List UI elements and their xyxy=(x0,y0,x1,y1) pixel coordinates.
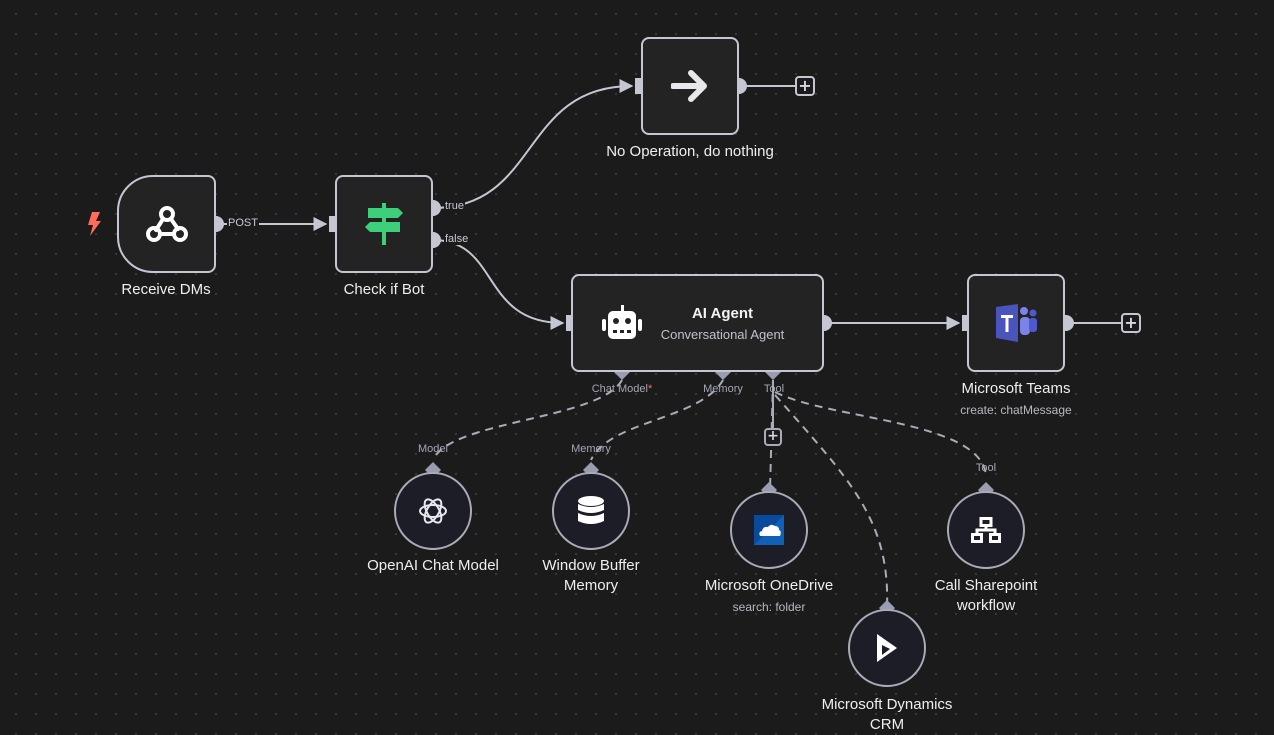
port-label-tool: Tool xyxy=(763,383,785,395)
ai-agent-title: AI Agent xyxy=(691,304,754,322)
dynamics-label-line1: Microsoft Dynamics xyxy=(821,696,953,713)
openai-icon xyxy=(419,498,447,524)
memory-label-line2: Memory xyxy=(563,577,619,594)
input-port-teams[interactable] xyxy=(962,315,970,331)
node-microsoft-dynamics-crm[interactable] xyxy=(848,609,926,687)
dynamics-label-line2: CRM xyxy=(869,716,905,733)
port-label-model: Model xyxy=(418,443,448,455)
port-label-chat-model: Chat Model* xyxy=(592,383,653,395)
port-label-memory: Memory xyxy=(703,383,743,395)
edge-dynamics[interactable] xyxy=(774,394,889,608)
onedrive-icon xyxy=(754,515,784,545)
add-node-after-teams-button[interactable]: + xyxy=(1121,313,1141,333)
output-label-false: false xyxy=(444,233,470,245)
port-label-tool-sub: Tool xyxy=(975,462,997,474)
node-label-dynamics: Microsoft Dynamics CRM xyxy=(822,695,953,735)
node-no-operation[interactable] xyxy=(641,37,739,135)
node-label-no-operation: No Operation, do nothing xyxy=(606,143,774,160)
edge-false-to-agent[interactable] xyxy=(432,239,565,330)
node-subtitle-onedrive: search: folder xyxy=(732,600,806,614)
node-microsoft-teams[interactable] xyxy=(967,274,1065,372)
ai-agent-subtitle: Conversational Agent xyxy=(660,326,785,342)
node-window-buffer-memory[interactable] xyxy=(552,472,630,550)
microsoft-teams-icon xyxy=(996,304,1037,342)
edge-true-to-noop[interactable] xyxy=(432,79,634,209)
edge-memory[interactable] xyxy=(590,379,724,461)
robot-icon xyxy=(601,305,642,339)
node-label-check-if-bot: Check if Bot xyxy=(343,281,425,298)
sharepoint-label-line1: Call Sharepoint xyxy=(934,577,1038,594)
network-icon xyxy=(971,517,1001,543)
output-label-true: true xyxy=(444,200,465,212)
node-ai-agent[interactable]: AI Agent Conversational Agent xyxy=(571,274,824,372)
node-label-onedrive: Microsoft OneDrive xyxy=(704,577,834,594)
output-label-post: POST xyxy=(227,217,259,229)
add-tool-button[interactable]: + xyxy=(764,428,782,446)
node-label-sharepoint: Call Sharepoint workflow xyxy=(935,576,1038,616)
webhook-icon xyxy=(145,206,188,242)
lightning-bolt-icon xyxy=(88,212,101,236)
database-icon xyxy=(578,496,604,524)
node-call-sharepoint-workflow[interactable] xyxy=(947,491,1025,569)
input-port-check[interactable] xyxy=(329,216,337,232)
port-label-memory-sub: Memory xyxy=(571,443,611,455)
node-label-receive-dms: Receive DMs xyxy=(121,281,211,298)
dynamics-icon xyxy=(877,634,897,662)
node-receive-dms[interactable] xyxy=(117,175,216,273)
node-check-if-bot[interactable] xyxy=(335,175,433,273)
signpost-icon xyxy=(365,203,403,245)
input-port-noop[interactable] xyxy=(635,78,643,94)
node-microsoft-onedrive[interactable] xyxy=(730,491,808,569)
edge-sharepoint[interactable] xyxy=(774,391,987,476)
node-label-openai: OpenAI Chat Model xyxy=(367,557,499,574)
arrow-right-icon xyxy=(671,70,707,102)
add-node-after-noop-button[interactable]: + xyxy=(795,76,815,96)
input-port-agent[interactable] xyxy=(566,315,574,331)
node-label-memory: Window Buffer Memory xyxy=(542,556,639,596)
required-marker: * xyxy=(647,383,653,395)
sharepoint-label-line2: workflow xyxy=(956,597,1016,614)
ai-agent-text: AI Agent Conversational Agent xyxy=(661,305,785,342)
chat-model-text: Chat Model xyxy=(591,383,648,395)
edge-model[interactable] xyxy=(432,379,623,461)
node-label-microsoft-teams: Microsoft Teams xyxy=(961,380,1071,397)
memory-label-line1: Window Buffer xyxy=(542,557,640,574)
node-openai-chat-model[interactable] xyxy=(394,472,472,550)
node-subtitle-microsoft-teams: create: chatMessage xyxy=(960,403,1072,417)
